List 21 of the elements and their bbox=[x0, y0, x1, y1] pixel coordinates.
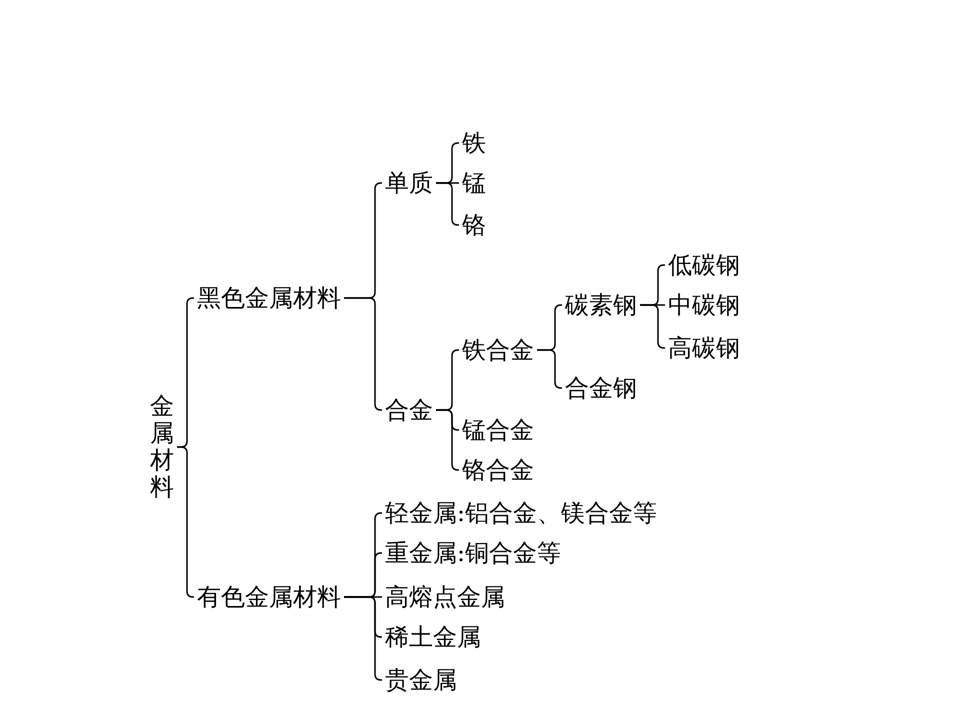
term-label: 黑色金属材料 bbox=[197, 284, 341, 312]
term-label: 铁 bbox=[462, 129, 486, 157]
term-label: 金属材料 bbox=[150, 393, 174, 501]
term-label: 合金钢 bbox=[565, 374, 637, 402]
term-label: 单质 bbox=[385, 169, 433, 197]
term-label: 重金属:铜合金等 bbox=[385, 539, 562, 567]
term-label: 合金 bbox=[385, 396, 433, 424]
term-label: 锰 bbox=[462, 169, 486, 197]
term-label: 有色金属材料 bbox=[197, 583, 341, 611]
term-label: 中碳钢 bbox=[668, 291, 740, 319]
term-label: 铬合金 bbox=[462, 456, 534, 484]
term-label: 碳素钢 bbox=[565, 291, 637, 319]
term-label: 低碳钢 bbox=[668, 251, 740, 279]
term-label: 铬 bbox=[462, 211, 486, 239]
term-label: 贵金属 bbox=[385, 666, 457, 694]
term-label: 稀土金属 bbox=[385, 623, 481, 651]
term-label: 轻金属:铝合金、镁合金等 bbox=[385, 499, 658, 527]
term-label: 高碳钢 bbox=[668, 334, 740, 362]
term-label: 锰合金 bbox=[462, 416, 534, 444]
term-label: 高熔点金属 bbox=[385, 583, 505, 611]
term-label: 铁合金 bbox=[462, 336, 534, 364]
